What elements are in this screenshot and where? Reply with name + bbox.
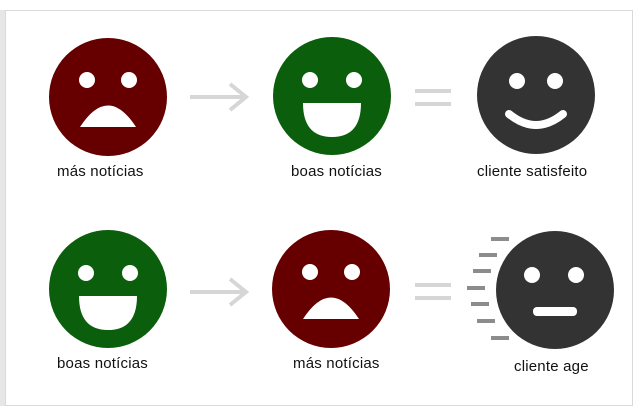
smiling-face-icon bbox=[477, 36, 595, 154]
label-good-news: boas notícias bbox=[57, 355, 148, 372]
arrow-right-icon bbox=[190, 82, 250, 112]
label-customer-acts: cliente age bbox=[514, 358, 589, 375]
neutral-face-icon bbox=[496, 231, 614, 349]
equals-icon bbox=[415, 89, 451, 106]
sad-face-icon bbox=[272, 230, 390, 348]
label-bad-news: más notícias bbox=[293, 355, 380, 372]
left-edge-bar bbox=[0, 10, 5, 406]
label-good-news: boas notícias bbox=[291, 163, 382, 180]
speed-lines-icon bbox=[467, 237, 509, 340]
sad-face-icon bbox=[49, 38, 167, 156]
label-satisfied-customer: cliente satisfeito bbox=[477, 163, 588, 180]
label-bad-news: más notícias bbox=[57, 163, 144, 180]
happy-face-icon bbox=[49, 230, 167, 348]
arrow-right-icon bbox=[190, 277, 250, 307]
happy-face-icon bbox=[273, 37, 391, 155]
equals-icon bbox=[415, 283, 451, 300]
